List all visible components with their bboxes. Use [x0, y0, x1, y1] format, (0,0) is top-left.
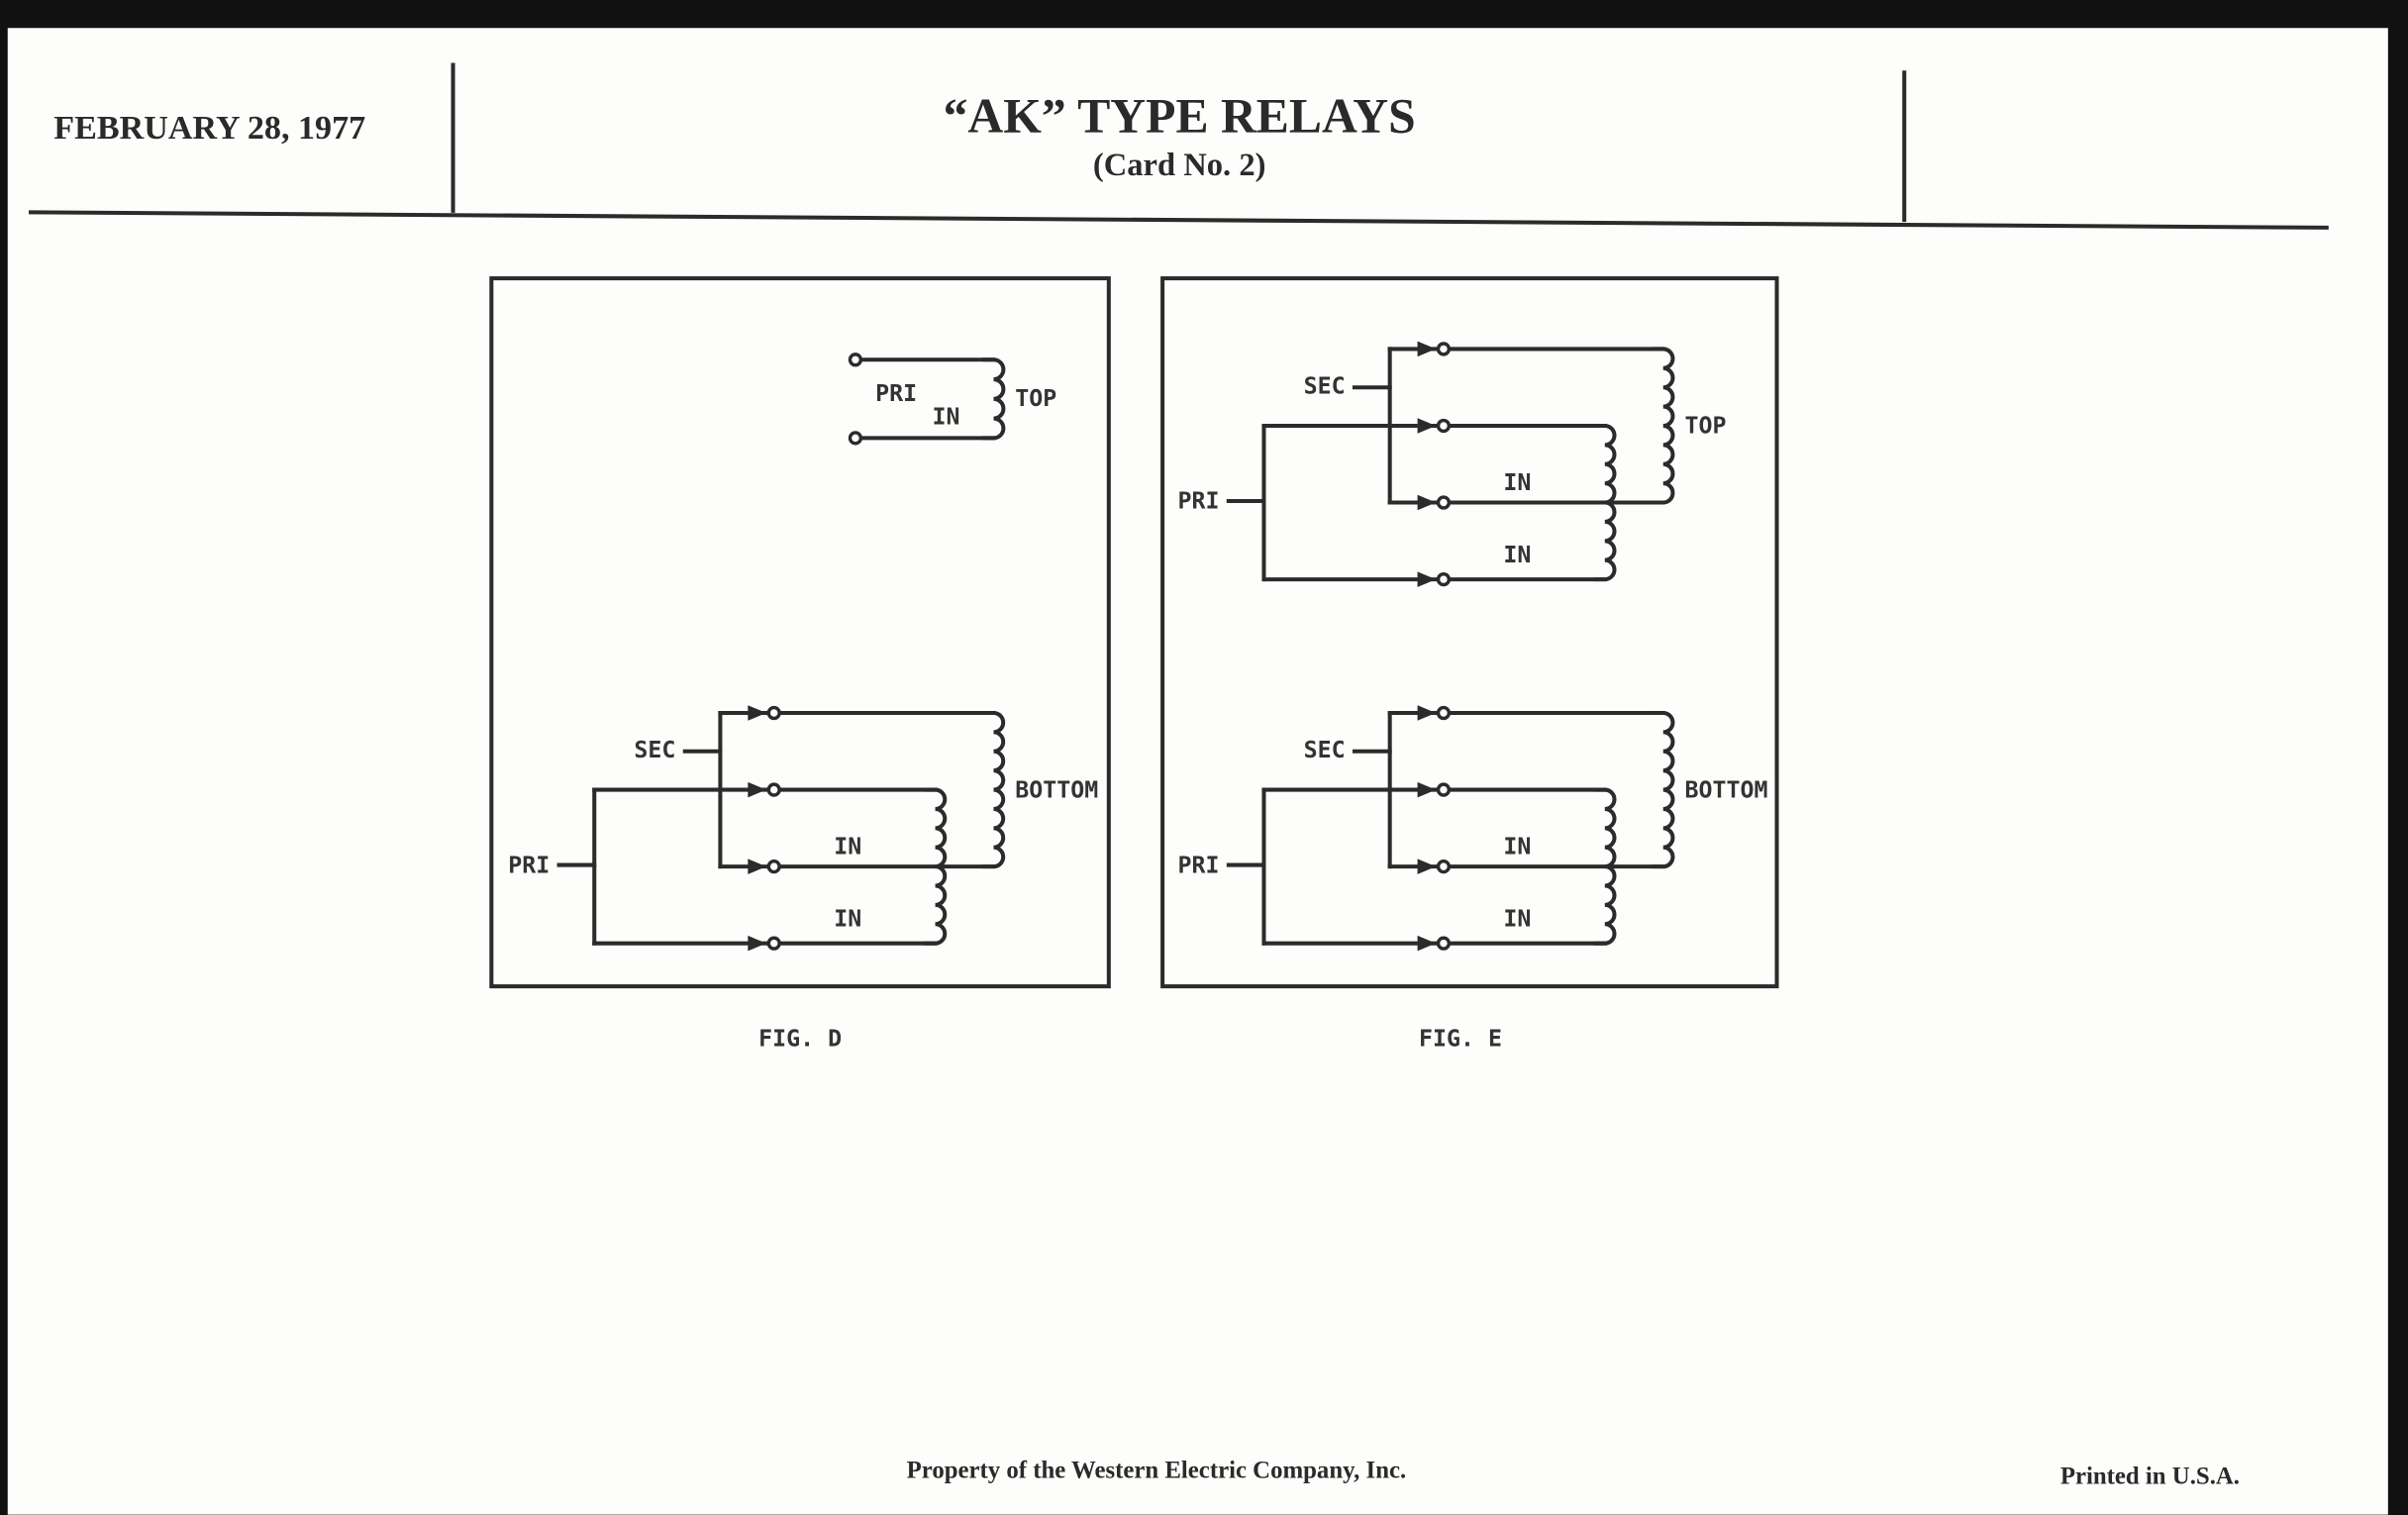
pri-label: PRI	[508, 852, 550, 878]
figure-e: FIG. E SEC PRI TOP IN IN SEC PRI BOTTOM IN IN	[1160, 276, 1779, 1053]
relay-contact	[748, 858, 781, 874]
contact-terminal-icon	[766, 936, 781, 951]
position-label: BOTTOM	[1684, 776, 1767, 803]
contact-terminal-icon	[766, 705, 781, 721]
pri-coil	[1593, 787, 1617, 946]
sec-label: SEC	[634, 737, 675, 763]
contact-arrow-icon	[1417, 858, 1437, 874]
top-primary-winding: PRI IN TOP	[848, 353, 1056, 446]
relay-contact	[1417, 858, 1452, 874]
contact-terminal-icon	[1436, 782, 1452, 797]
in-label: IN	[1503, 469, 1531, 496]
winding-group: SEC PRI BOTTOM IN IN	[1178, 705, 1767, 952]
relay-contact	[1417, 341, 1452, 357]
header-rule	[28, 210, 2329, 230]
pri-label: PRI	[1178, 852, 1220, 878]
position-label: TOP	[1015, 385, 1056, 412]
contact-arrow-icon	[1417, 418, 1437, 434]
contact-terminal-icon	[1436, 571, 1452, 587]
contact-arrow-icon	[1417, 494, 1437, 511]
terminal-icon	[848, 431, 863, 446]
sec-coil	[1652, 711, 1675, 869]
in-label: IN	[834, 834, 861, 860]
sec-coil	[982, 711, 1006, 869]
sec-coil	[1652, 347, 1675, 505]
figure-e-caption: FIG. E	[1419, 1026, 1502, 1053]
pri-coil	[982, 357, 1006, 441]
figure-d-frame	[489, 276, 1111, 989]
figure-e-frame	[1160, 276, 1779, 989]
card-background	[7, 28, 2388, 1515]
winding-group: SEC PRI BOTTOM IN IN	[508, 705, 1098, 952]
in-label: IN	[932, 403, 959, 430]
contact-terminal-icon	[1436, 495, 1452, 510]
relay-contact	[1417, 935, 1452, 952]
contact-terminal-icon	[1436, 342, 1452, 356]
contact-arrow-icon	[1417, 341, 1437, 357]
winding-group: SEC PRI TOP IN IN	[1178, 341, 1726, 587]
contact-terminal-icon	[1436, 858, 1452, 874]
figure-d: FIG. D PRI IN TOP SEC PRI BOTTOM IN IN	[489, 276, 1111, 1053]
relay-contact	[1417, 781, 1452, 798]
contact-arrow-icon	[1417, 781, 1437, 798]
contact-arrow-icon	[748, 705, 766, 721]
contact-arrow-icon	[748, 858, 766, 874]
pri-label: PRI	[1178, 488, 1220, 515]
relay-contact	[1417, 571, 1452, 587]
relay-contact	[748, 935, 781, 952]
pri-label: PRI	[875, 380, 917, 407]
contact-arrow-icon	[748, 935, 766, 952]
contact-terminal-icon	[766, 858, 781, 874]
contact-arrow-icon	[748, 781, 766, 798]
relay-contact	[1417, 418, 1452, 434]
in-label: IN	[1503, 906, 1531, 933]
figure-d-caption: FIG. D	[758, 1026, 842, 1053]
in-label: IN	[834, 906, 861, 933]
contact-terminal-icon	[1436, 418, 1452, 434]
contact-terminal-icon	[1436, 936, 1452, 951]
contact-terminal-icon	[766, 782, 781, 797]
position-label: BOTTOM	[1015, 776, 1098, 803]
relay-contact	[748, 781, 781, 798]
card-subtitle: (Card No. 2)	[1093, 148, 1266, 183]
terminal-icon	[848, 353, 863, 367]
pri-coil	[1593, 423, 1617, 582]
contact-arrow-icon	[1417, 705, 1437, 721]
in-label: IN	[1503, 542, 1531, 568]
relay-contact	[748, 705, 781, 721]
contact-terminal-icon	[1436, 705, 1452, 721]
sec-label: SEC	[1304, 737, 1346, 763]
contact-arrow-icon	[1417, 571, 1437, 587]
position-label: TOP	[1684, 413, 1726, 440]
in-label: IN	[1503, 834, 1531, 860]
pri-coil	[924, 787, 948, 946]
card-date: FEBRUARY 28, 1977	[53, 110, 365, 147]
footer-property: Property of the Western Electric Company…	[907, 1457, 1407, 1483]
relay-contact	[1417, 494, 1452, 511]
contact-arrow-icon	[1417, 935, 1437, 952]
sec-label: SEC	[1304, 372, 1346, 399]
relay-contact	[1417, 705, 1452, 721]
card-title: “AK” TYPE RELAYS	[944, 89, 1416, 144]
footer-printed: Printed in U.S.A.	[2060, 1464, 2240, 1490]
